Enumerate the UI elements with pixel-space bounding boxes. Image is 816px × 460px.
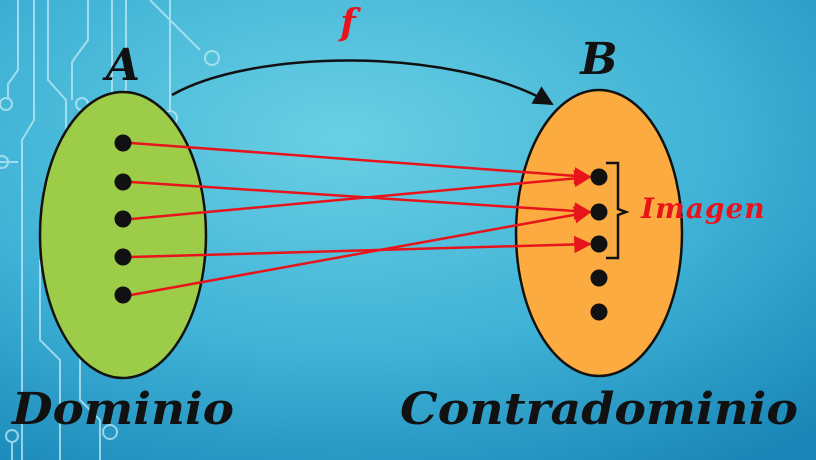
codomain-point-1 <box>590 168 608 186</box>
domain-point-1 <box>114 134 132 152</box>
image-bracket <box>606 161 630 260</box>
codomain-set-ellipse <box>514 88 684 378</box>
domain-point-2 <box>114 173 132 191</box>
domain-set-ellipse <box>38 90 208 380</box>
mapping-arrows <box>130 141 592 297</box>
domain-point-3 <box>114 210 132 228</box>
domain-region-label: Dominio <box>10 384 234 435</box>
codomain-point-2 <box>590 203 608 221</box>
mapping-arrow-4 <box>130 235 592 259</box>
image-label: Imagen <box>640 192 766 225</box>
codomain-point-5 <box>590 303 608 321</box>
mapping-arrow-3 <box>130 169 592 221</box>
codomain-region-label: Contradominio <box>400 384 798 435</box>
codomain-point-3 <box>590 235 608 253</box>
domain-points <box>114 134 132 304</box>
domain-set-label: A <box>102 40 140 91</box>
domain-point-5 <box>114 286 132 304</box>
mapping-arrow-1 <box>130 141 592 185</box>
function-arrow <box>171 59 554 106</box>
domain-point-4 <box>114 248 132 266</box>
codomain-set-label: B <box>578 34 617 85</box>
codomain-point-4 <box>590 269 608 287</box>
mapping-arrow-5 <box>130 206 592 297</box>
codomain-points <box>590 168 608 321</box>
